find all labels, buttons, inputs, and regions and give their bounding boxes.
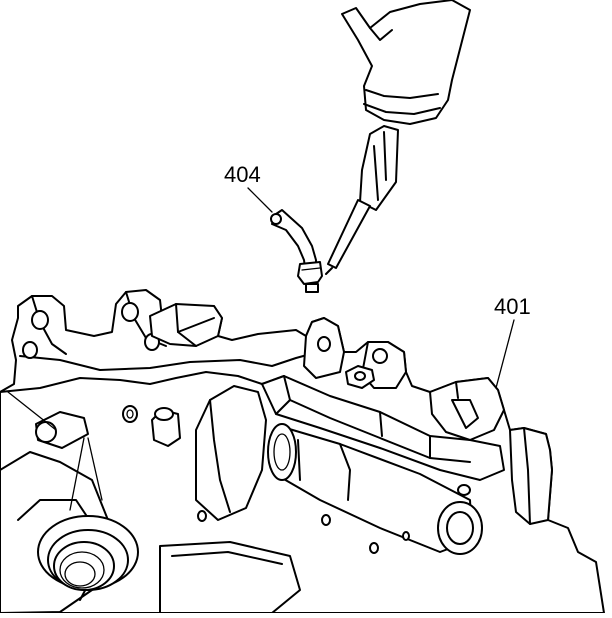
- transmission-case: [0, 289, 605, 614]
- fitting-404: [270, 209, 323, 293]
- callout-404-label: 404: [224, 162, 261, 187]
- callout-401: 401: [494, 294, 531, 389]
- callout-401-leader: [495, 319, 515, 389]
- callout-404-leader: [247, 187, 273, 213]
- installer-tool: [325, 0, 471, 275]
- callout-404: 404: [224, 162, 273, 213]
- callout-401-label: 401: [494, 294, 531, 319]
